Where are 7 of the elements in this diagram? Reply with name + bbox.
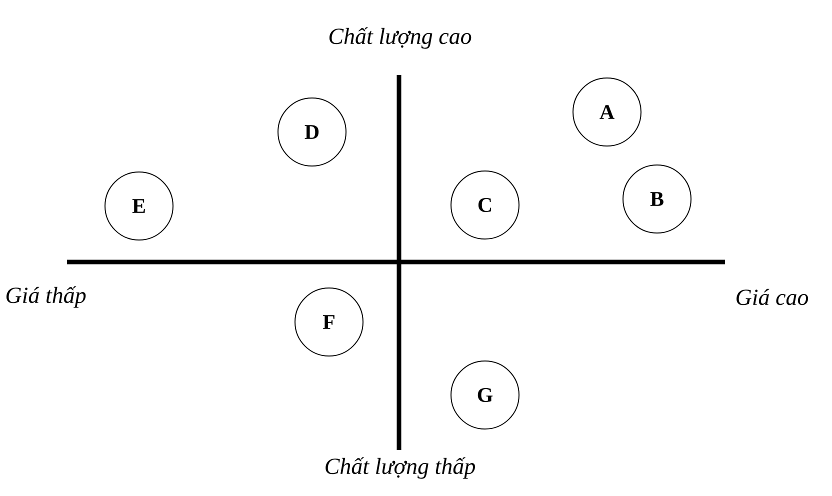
circle-node: A (572, 78, 642, 146)
circle-node: G (450, 360, 520, 430)
circle-node: B (622, 164, 692, 234)
circle-node: C (450, 170, 520, 240)
circle-node: D (278, 98, 346, 166)
circle-node: E (104, 172, 174, 240)
circle-node: F (294, 288, 364, 356)
